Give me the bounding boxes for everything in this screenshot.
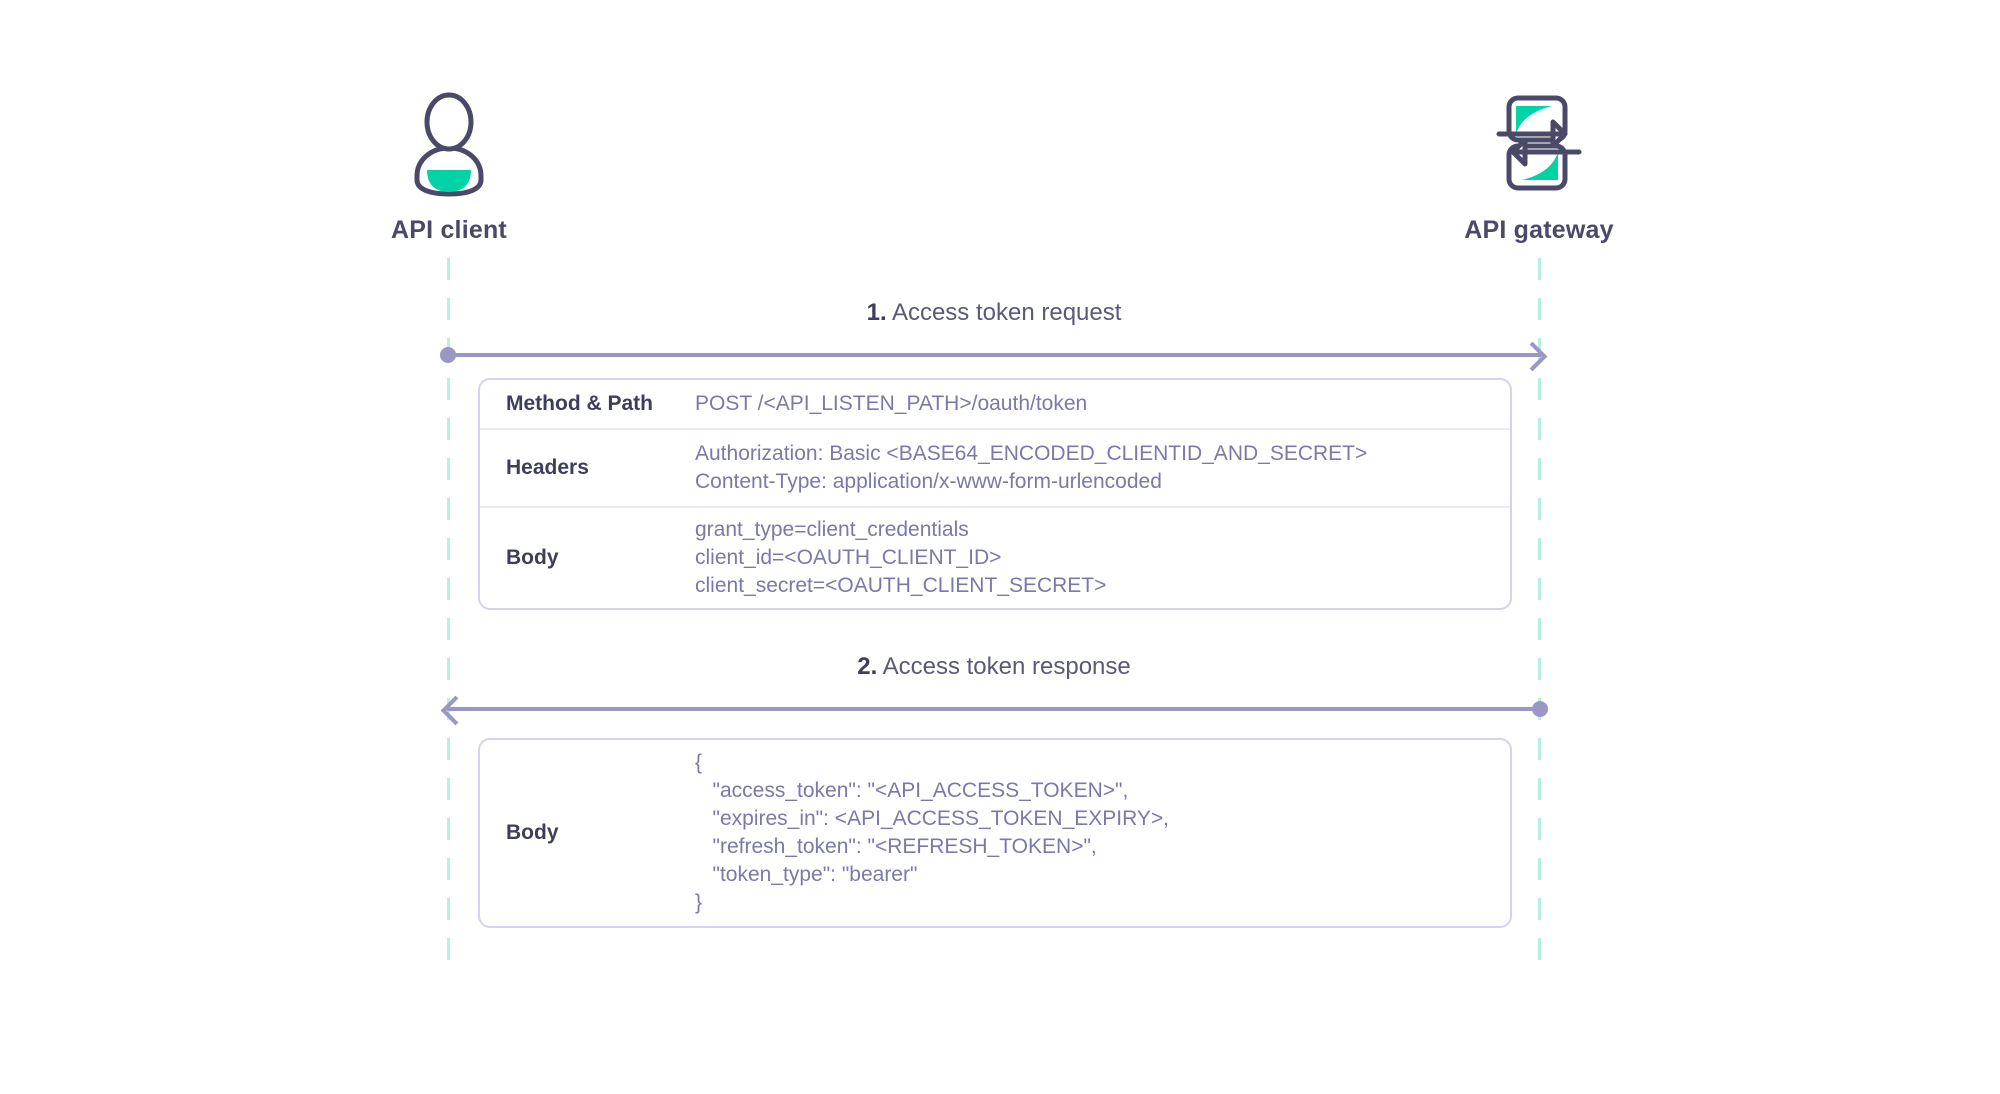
message-2-arrow-left (440, 695, 1548, 726)
detail-value: POST /<API_LISTEN_PATH>/oauth/token (695, 390, 1510, 418)
gateway-exchange-icon (1379, 88, 1699, 198)
detail-value-line: client_id=<OAUTH_CLIENT_ID> (695, 546, 1002, 569)
actor-api-client: API client (289, 88, 609, 245)
detail-value-line: "access_token": "<API_ACCESS_TOKEN>", (695, 779, 1129, 802)
lifeline-api-gateway (1538, 258, 1541, 968)
actor-label-api-client: API client (391, 216, 507, 244)
detail-value-line: Authorization: Basic <BASE64_ENCODED_CLI… (695, 442, 1368, 465)
arrow-head-left-icon (440, 695, 471, 726)
detail-value: Authorization: Basic <BASE64_ENCODED_CLI… (695, 440, 1510, 496)
message-2-access-token-response: 2. Access token response (440, 653, 1548, 726)
actor-api-gateway: API gateway (1379, 88, 1699, 245)
table-row: Body { "access_token": "<API_ACCESS_TOKE… (480, 740, 1510, 926)
request-detail-table: Method & Path POST /<API_LISTEN_PATH>/oa… (478, 378, 1512, 610)
detail-key: Body (506, 546, 559, 569)
detail-value-line: "expires_in": <API_ACCESS_TOKEN_EXPIRY>, (695, 807, 1170, 830)
message-2-text: Access token response (882, 653, 1131, 680)
detail-value: grant_type=client_credentials client_id=… (695, 516, 1510, 600)
detail-value-line: client_secret=<OAUTH_CLIENT_SECRET> (695, 574, 1107, 597)
table-row: Body grant_type=client_credentials clien… (480, 508, 1510, 608)
message-1-arrow-right (440, 341, 1548, 372)
detail-key: Body (506, 821, 559, 844)
table-row: Headers Authorization: Basic <BASE64_ENC… (480, 430, 1510, 508)
message-1-label: 1. Access token request (447, 299, 1541, 328)
detail-value: { "access_token": "<API_ACCESS_TOKEN>", … (695, 749, 1510, 917)
arrow-line (447, 352, 1541, 357)
lifeline-api-client (447, 258, 450, 968)
arrow-origin-dot (1532, 700, 1548, 717)
arrow-line (447, 706, 1541, 711)
message-1-number: 1. (866, 299, 887, 326)
detail-value-line: Content-Type: application/x-www-form-url… (695, 470, 1162, 493)
detail-key: Method & Path (506, 392, 653, 415)
user-avatar-icon (289, 88, 609, 198)
detail-value-line: { (695, 751, 703, 774)
detail-value-line: "token_type": "bearer" (695, 863, 918, 886)
message-2-number: 2. (857, 653, 878, 680)
detail-value-line: } (695, 891, 703, 914)
detail-value-line: grant_type=client_credentials (695, 518, 969, 541)
table-row: Method & Path POST /<API_LISTEN_PATH>/oa… (480, 380, 1510, 430)
message-2-label: 2. Access token response (447, 653, 1541, 682)
detail-key: Headers (506, 456, 589, 479)
actor-label-api-gateway: API gateway (1464, 216, 1614, 244)
detail-value-line: POST /<API_LISTEN_PATH>/oauth/token (695, 392, 1088, 415)
response-detail-table: Body { "access_token": "<API_ACCESS_TOKE… (478, 738, 1512, 928)
message-1-text: Access token request (891, 299, 1122, 326)
detail-value-line: "refresh_token": "<REFRESH_TOKEN>", (695, 835, 1097, 858)
message-1-access-token-request: 1. Access token request (440, 299, 1548, 372)
arrow-origin-dot (440, 346, 456, 363)
arrow-head-right-icon (1517, 341, 1548, 372)
